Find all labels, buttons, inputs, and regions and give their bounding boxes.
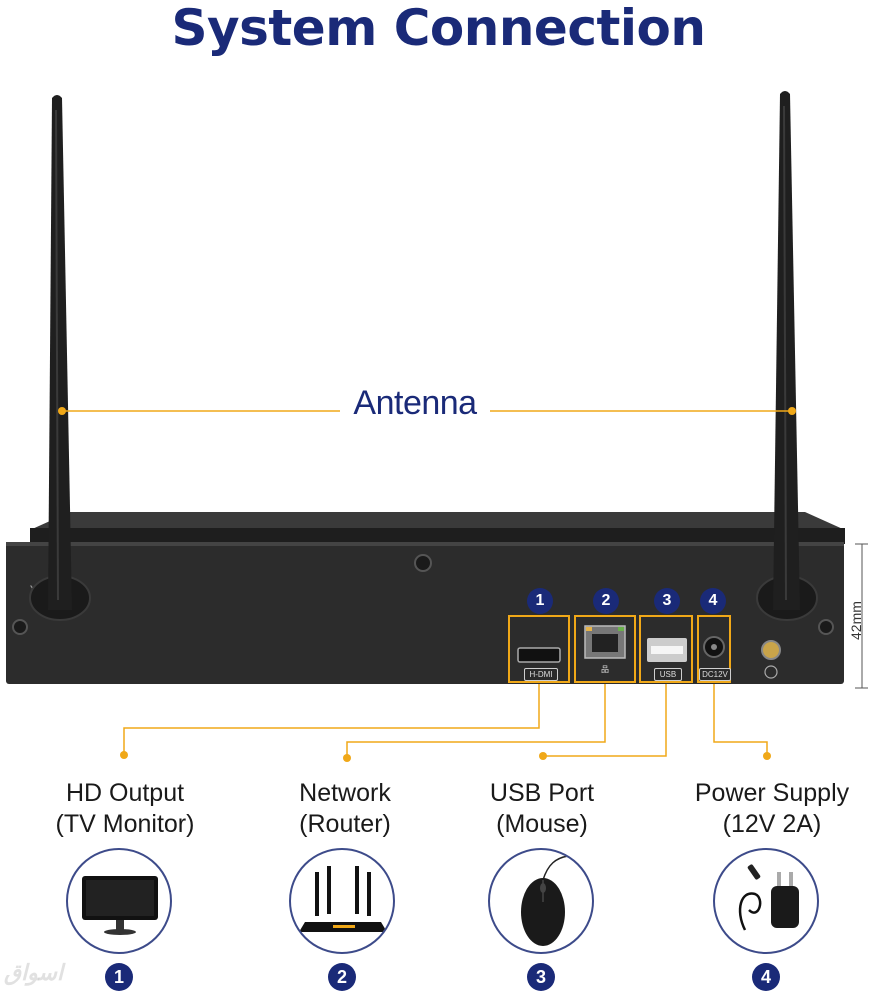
antenna-right — [756, 91, 818, 621]
port-tag-network: 品 — [601, 665, 609, 674]
port-number-1: 1 — [527, 588, 553, 614]
connection-label-power: Power Supply (12V 2A) — [672, 778, 872, 840]
nvr-top-cover — [30, 512, 845, 530]
screw-top-icon — [414, 554, 432, 572]
antenna-left — [29, 95, 91, 621]
connection-3-line1: USB Port — [489, 779, 595, 807]
connection-3-line2: (Mouse) — [496, 810, 588, 838]
connection-1-line2: (TV Monitor) — [55, 810, 195, 838]
port-number-2: 2 — [593, 588, 619, 614]
router-icon — [289, 848, 395, 954]
connection-2-line2: (Router) — [299, 810, 391, 838]
port-box-network — [574, 615, 636, 683]
port-number-4: 4 — [700, 588, 726, 614]
port-tag-usb: USB — [654, 668, 682, 681]
port-tag-dc: DC12V — [699, 668, 731, 681]
port-box-usb — [639, 615, 693, 683]
port-box-dc — [697, 615, 731, 683]
connection-number-3: 3 — [527, 963, 555, 991]
port-box-hdmi — [508, 615, 570, 683]
connection-number-1: 1 — [105, 963, 133, 991]
connection-label-usb: USB Port (Mouse) — [447, 778, 637, 840]
page-title: System Connection — [171, 0, 706, 57]
watermark: اسواق — [4, 960, 64, 985]
connection-number-4: 4 — [752, 963, 780, 991]
power-adapter-icon — [713, 848, 819, 954]
connection-2-line1: Network — [299, 779, 391, 807]
connection-label-hd-output: HD Output (TV Monitor) — [30, 778, 220, 840]
ground-screw-icon — [761, 640, 781, 660]
port-number-3: 3 — [654, 588, 680, 614]
tv-monitor-icon — [66, 848, 172, 954]
connection-4-line2: (12V 2A) — [722, 810, 822, 838]
mouse-icon — [488, 848, 594, 954]
connection-4-line1: Power Supply — [694, 779, 850, 807]
nvr-top-edge — [30, 528, 845, 544]
screw-right-icon — [818, 619, 834, 635]
connection-number-2: 2 — [328, 963, 356, 991]
connection-label-network: Network (Router) — [250, 778, 440, 840]
connection-leaders — [123, 684, 768, 758]
antenna-label: Antenna — [353, 384, 477, 422]
screw-left-icon — [12, 619, 28, 635]
port-tag-hdmi: H-DMI — [524, 668, 558, 681]
height-dimension-label: 42mm — [848, 601, 864, 640]
connection-1-line1: HD Output — [65, 779, 185, 807]
